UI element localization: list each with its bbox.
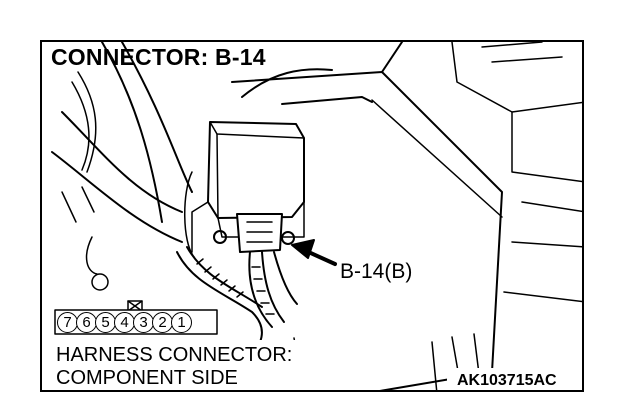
callout-label: B-14(B) xyxy=(340,260,413,283)
connector-pin-row: 7 6 5 4 3 2 1 xyxy=(57,312,192,333)
connector-pin: 2 xyxy=(152,312,173,333)
callout-arrow xyxy=(291,239,337,266)
diagram-frame: CONNECTOR: B-14 B-14(B) 7 6 5 4 3 2 1 HA… xyxy=(40,40,584,392)
connector-pin: 4 xyxy=(114,312,135,333)
connector-pin: 7 xyxy=(57,312,78,333)
diagram-title: CONNECTOR: B-14 xyxy=(51,44,266,70)
caption-line-1: HARNESS CONNECTOR: xyxy=(56,344,293,366)
connector-pin: 6 xyxy=(76,312,97,333)
connector-pin: 1 xyxy=(171,312,192,333)
intake-hose xyxy=(51,42,193,291)
reference-code: AK103715AC xyxy=(457,372,557,389)
sensor-component xyxy=(184,121,305,258)
connector-pin: 3 xyxy=(133,312,154,333)
caption-line-2: COMPONENT SIDE xyxy=(56,367,238,389)
engine-bay-illustration xyxy=(50,42,582,390)
connector-pin: 5 xyxy=(95,312,116,333)
